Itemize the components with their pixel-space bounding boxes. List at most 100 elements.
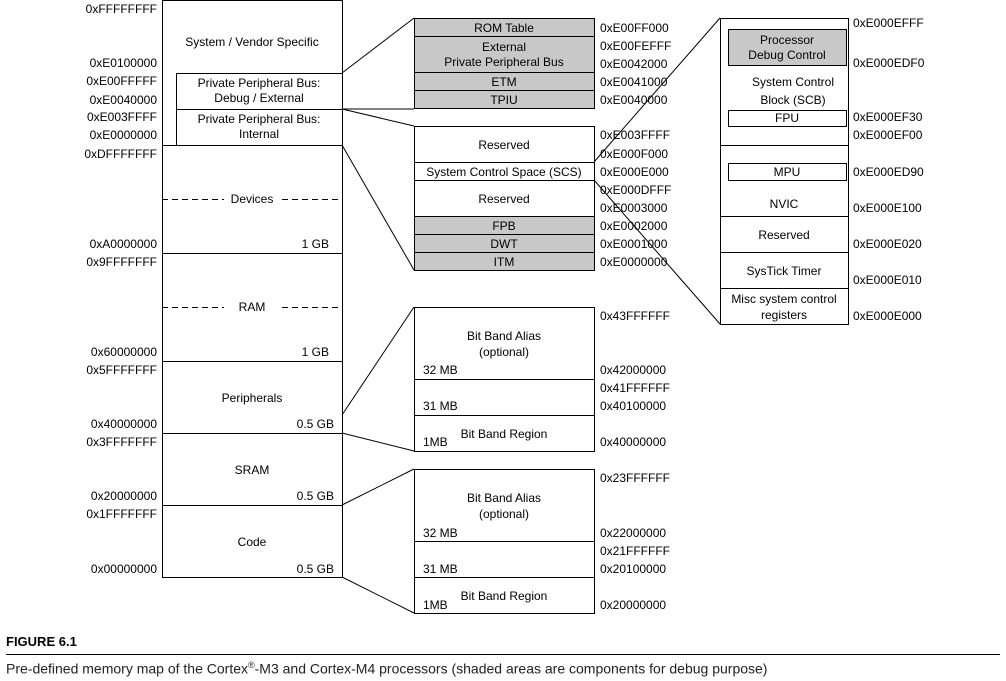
address-label: 0xE000E000 <box>853 309 922 323</box>
address-label: 0xE000EDF0 <box>853 56 925 70</box>
address-label: 0xE000E000 <box>600 165 669 179</box>
size-code: 0.5 GB <box>297 562 334 576</box>
address-label: 0xE0000000 <box>90 128 158 142</box>
address-label: 0x60000000 <box>91 345 157 359</box>
address-label: 0xE0002000 <box>600 219 668 233</box>
region-code: Code <box>238 535 267 549</box>
bitband-alias-line2: (optional) <box>479 507 529 521</box>
item-scb-line2: Block (SCB) <box>760 93 825 107</box>
figure-divider <box>6 654 1000 655</box>
connector-scs-bottom <box>593 179 721 325</box>
region-ppb-external-line2: Debug / External <box>214 91 303 105</box>
address-label: 0xE0041000 <box>600 75 668 89</box>
external-ppb-box <box>414 36 595 73</box>
bitband-gap-size: 31 MB <box>423 562 458 576</box>
bitband-alias-line1: Bit Band Alias <box>467 491 541 505</box>
caption-end: -M3 and Cortex-M4 processors (shaded are… <box>254 660 768 677</box>
size-ram: 1 GB <box>302 345 329 359</box>
region-ppb-internal-line2: Internal <box>239 127 279 141</box>
bitband-alias-line1: Bit Band Alias <box>467 329 541 343</box>
address-label: 0xE0003000 <box>600 201 668 215</box>
bitband-region-size: 1MB <box>423 598 448 612</box>
region-system-vendor: System / Vendor Specific <box>185 35 318 49</box>
item-dwt: DWT <box>490 237 518 251</box>
item-mpu: MPU <box>774 165 801 179</box>
item-processor-debug-line1: Processor <box>760 33 814 47</box>
address-label: 0xE00FFFFF <box>86 74 157 88</box>
bitband-region-size: 1MB <box>423 435 448 449</box>
item-scb-line1: System Control <box>752 75 834 89</box>
address-label: 0xE0000000 <box>600 255 668 269</box>
address-label: 0xE000E010 <box>853 273 922 287</box>
connector-sram-bb-top <box>341 468 415 506</box>
region-peripherals: Peripherals <box>222 391 283 405</box>
caption-start: Pre-defined memory map of the Cortex <box>6 660 248 677</box>
bitband-alias-size: 32 MB <box>423 526 458 540</box>
address-label: 0xE000EF00 <box>853 128 923 142</box>
size-devices: 1 GB <box>302 237 329 251</box>
address-label: 0xE0040000 <box>90 93 158 107</box>
region-devices: Devices <box>231 192 274 206</box>
address-label: 0x20000000 <box>600 598 666 612</box>
bitband-gap-size: 31 MB <box>423 399 458 413</box>
item-systick: SysTick Timer <box>747 264 822 278</box>
item-nvic: NVIC <box>770 197 799 211</box>
connector-periph-bb-bottom <box>341 432 415 452</box>
item-tpiu: TPIU <box>490 93 517 107</box>
address-label: 0x3FFFFFFF <box>86 435 157 449</box>
mpu-box <box>728 163 847 181</box>
address-label: 0x9FFFFFFF <box>86 255 157 269</box>
address-label: 0xE00FEFFF <box>600 39 671 53</box>
address-label: 0xE000EF30 <box>853 110 923 124</box>
address-label: 0xE003FFFF <box>87 110 157 124</box>
figure-label: FIGURE 6.1 <box>6 634 77 649</box>
address-label: 0xE000ED90 <box>853 165 924 179</box>
connector-periph-bb-top <box>341 306 415 416</box>
connector-sram-bb-bottom <box>341 576 415 614</box>
bitband-region-name: Bit Band Region <box>461 589 548 603</box>
address-label: 0xE000DFFF <box>600 183 671 197</box>
connector-ppb-int-top <box>341 108 415 127</box>
region-ram: RAM <box>239 300 266 314</box>
address-label: 0xE0042000 <box>600 57 668 71</box>
address-label: 0x5FFFFFFF <box>86 363 157 377</box>
item-external-ppb-line1: External <box>482 40 526 54</box>
item-itm: ITM <box>494 255 515 269</box>
bitband-region-name: Bit Band Region <box>461 427 548 441</box>
connector-ppb-int-bottom <box>341 144 415 271</box>
address-label: 0x40000000 <box>91 417 157 431</box>
registered-mark: ® <box>248 660 255 670</box>
bitband-alias-size: 32 MB <box>423 363 458 377</box>
address-label: 0xE000E100 <box>853 201 922 215</box>
ppb-internal-box <box>176 109 343 146</box>
region-ppb-external-line1: Private Peripheral Bus: <box>198 76 321 90</box>
size-sram: 0.5 GB <box>297 489 334 503</box>
item-scs-reserved: Reserved <box>758 228 809 242</box>
tpiu-box <box>414 90 595 109</box>
address-label: 0xE0100000 <box>90 56 158 70</box>
region-ppb-internal-line1: Private Peripheral Bus: <box>198 112 321 126</box>
address-label: 0xE0040000 <box>600 93 668 107</box>
size-peripherals: 0.5 GB <box>297 417 334 431</box>
address-label: 0x40100000 <box>600 399 666 413</box>
item-reserved-lower: Reserved <box>478 192 529 206</box>
fpu-box <box>728 110 847 127</box>
connector-ppb-ext-top <box>341 17 415 74</box>
address-label: 0x00000000 <box>91 562 157 576</box>
address-label: 0x21FFFFFF <box>600 544 670 558</box>
itm-box <box>414 252 595 271</box>
ppb-external-box <box>176 73 343 110</box>
address-label: 0x23FFFFFF <box>600 471 670 485</box>
item-fpb: FPB <box>492 219 515 233</box>
address-label: 0xE000F000 <box>600 147 668 161</box>
address-label: 0xE00FF000 <box>600 21 669 35</box>
address-label: 0x41FFFFFF <box>600 381 670 395</box>
address-label: 0xE000E020 <box>853 237 922 251</box>
item-etm: ETM <box>491 75 516 89</box>
address-label: 0xE000EFFF <box>853 16 924 30</box>
address-label: 0xE0001000 <box>600 237 668 251</box>
region-sram: SRAM <box>235 463 270 477</box>
address-label: 0x20000000 <box>91 489 157 503</box>
item-fpu: FPU <box>775 111 799 125</box>
address-label: 0xE003FFFF <box>600 128 670 142</box>
